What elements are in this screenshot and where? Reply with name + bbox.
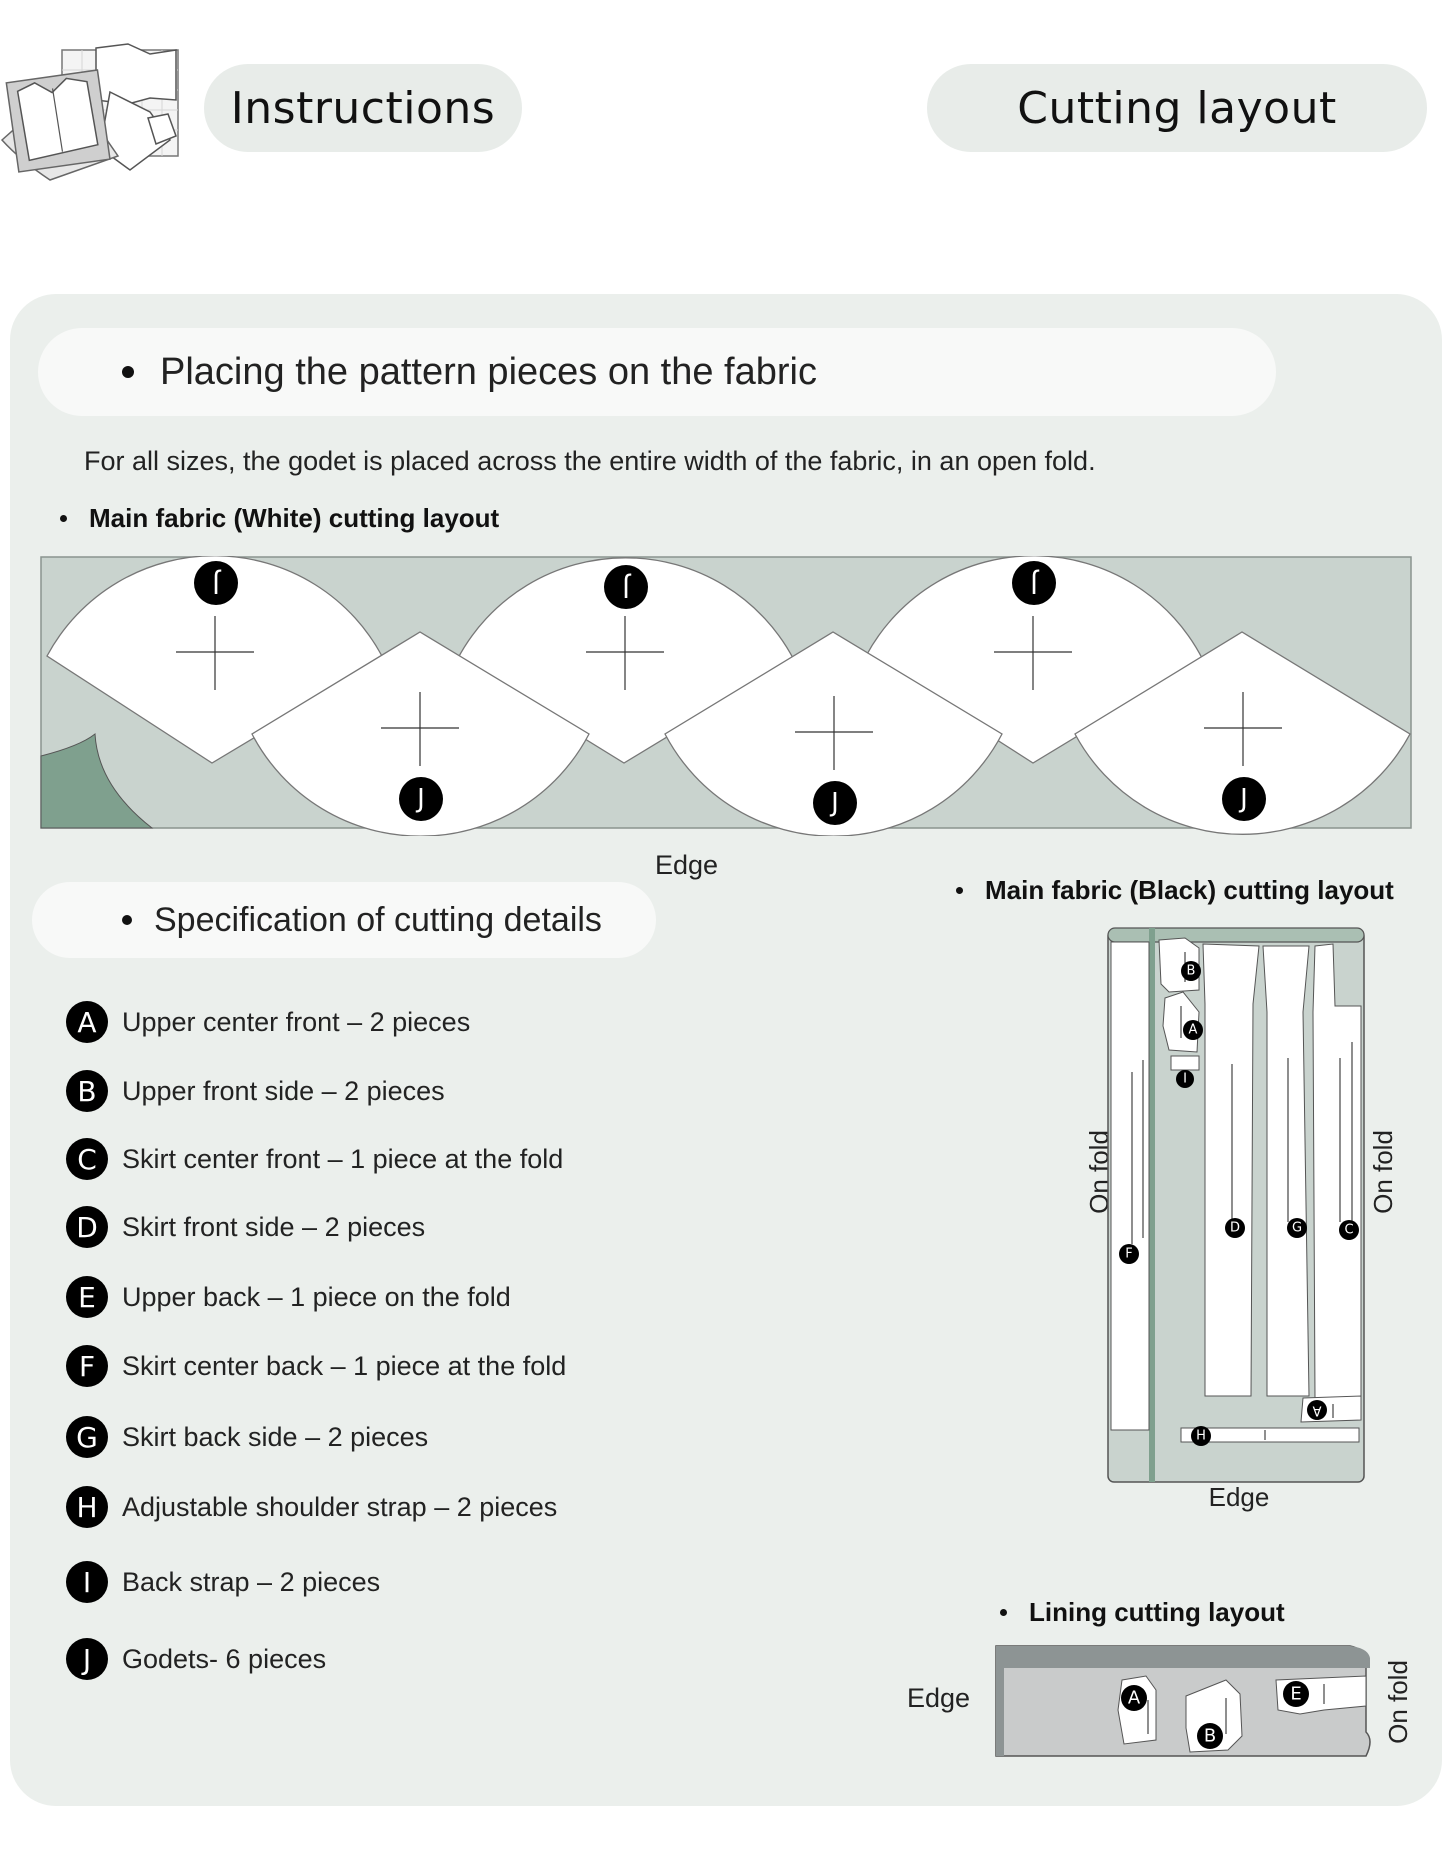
on-fold-right-label: On fold <box>1368 1130 1398 1214</box>
piece-label-j <box>399 777 443 821</box>
piece-badge: F <box>66 1345 108 1387</box>
spec-item: D Skirt front side – 2 pieces <box>66 1206 425 1248</box>
bullet-icon <box>122 915 132 925</box>
piece-badge: B <box>66 1070 108 1112</box>
piece-label-f: F <box>1125 1247 1132 1262</box>
piece-badge: J <box>66 1638 108 1680</box>
piece-label-h: H <box>1196 1429 1206 1444</box>
instructions-title: Instructions <box>230 82 496 134</box>
piece-label-a: A <box>1128 1688 1141 1709</box>
piece-badge: A <box>66 1001 108 1043</box>
black-layout-title: Main fabric (Black) cutting layout <box>956 875 1394 906</box>
piece-label-j-text: J <box>622 572 632 602</box>
black-layout-title-text: Main fabric (Black) cutting layout <box>985 875 1394 905</box>
piece-label-j-text: J <box>415 784 425 814</box>
lining-layout-title-text: Lining cutting layout <box>1029 1597 1285 1627</box>
specification-heading-text: Specification of cutting details <box>154 900 602 939</box>
spec-item-text: Skirt front side – 2 pieces <box>122 1211 426 1242</box>
spec-item-text: Skirt center back – 1 piece at the fold <box>122 1350 567 1381</box>
white-layout-title-text: Main fabric (White) cutting layout <box>89 503 500 533</box>
intro-text: For all sizes, the godet is placed acros… <box>84 446 1096 476</box>
piece-badge: G <box>66 1416 108 1458</box>
piece-badge: I <box>66 1561 108 1603</box>
spec-item-text: Skirt back side – 2 pieces <box>122 1421 429 1452</box>
spec-item-text: Upper back – 1 piece on the fold <box>122 1281 511 1312</box>
pattern-illustration <box>0 40 185 200</box>
bullet-icon <box>122 366 134 378</box>
spec-item-text: Upper front side – 2 pieces <box>122 1075 445 1106</box>
black-fabric-layout: On fold On fold B A I D G C F <box>1084 927 1398 1512</box>
piece-badge: D <box>66 1206 108 1248</box>
spec-item: C Skirt center front – 1 piece at the fo… <box>66 1138 563 1180</box>
white-layout-title: Main fabric (White) cutting layout <box>60 503 499 534</box>
piece-label-g: G <box>1292 1221 1302 1236</box>
spec-item: E Upper back – 1 piece on the fold <box>66 1276 511 1318</box>
piece-label-a: A <box>1189 1023 1198 1038</box>
piece-label-j <box>813 781 857 825</box>
spec-item: I Back strap – 2 pieces <box>66 1561 380 1603</box>
section-heading-placing: Placing the pattern pieces on the fabric <box>38 328 1276 416</box>
spec-item-text: Adjustable shoulder strap – 2 pieces <box>122 1491 558 1522</box>
piece-badge: E <box>66 1276 108 1318</box>
piece-label-j-text: J <box>1030 568 1040 598</box>
spec-item-text: Godets- 6 pieces <box>122 1643 327 1674</box>
section-heading-specification: Specification of cutting details <box>32 882 656 958</box>
spec-item: H Adjustable shoulder strap – 2 pieces <box>66 1486 557 1528</box>
bullet-icon <box>1000 1609 1007 1616</box>
piece-label-d: D <box>1230 1221 1240 1236</box>
white-layout-edge-label: Edge <box>655 850 719 880</box>
spec-item-text: Skirt center front – 1 piece at the fold <box>122 1143 564 1174</box>
piece-label-c: C <box>1344 1223 1353 1238</box>
piece-label-j <box>1012 561 1056 605</box>
lining-on-fold-label: On fold <box>1383 1660 1413 1744</box>
cutting-layout-title: Cutting layout <box>1017 82 1337 134</box>
placing-heading-text: Placing the pattern pieces on the fabric <box>160 350 817 393</box>
piece-badge: H <box>66 1486 108 1528</box>
bullet-icon <box>956 887 963 894</box>
piece-label-i: I <box>1183 1072 1187 1087</box>
piece-label-j-text: J <box>1238 784 1248 814</box>
cutting-layout-tab[interactable]: Cutting layout <box>927 64 1427 152</box>
piece-label-j-text: J <box>829 788 839 818</box>
spec-item: G Skirt back side – 2 pieces <box>66 1416 428 1458</box>
spec-item: B Upper front side – 2 pieces <box>66 1070 445 1112</box>
piece-label-b: B <box>1204 1726 1216 1747</box>
lining-fabric-layout: A B E On fold <box>995 1645 1413 1757</box>
lining-layout-title: Lining cutting layout <box>1000 1597 1285 1628</box>
piece-label-j <box>194 561 238 605</box>
spec-item-text: Upper center front – 2 pieces <box>122 1006 471 1037</box>
piece-label-a-rotated: A <box>1312 1403 1321 1418</box>
piece-badge: C <box>66 1138 108 1180</box>
bullet-icon <box>60 515 67 522</box>
piece-label-j-text: J <box>212 568 222 598</box>
piece-label-e: E <box>1290 1684 1301 1705</box>
piece-label-b: B <box>1187 964 1196 979</box>
lining-edge-label: Edge <box>907 1683 971 1713</box>
black-layout-edge-label: Edge <box>1209 1482 1270 1512</box>
spec-item: J Godets- 6 pieces <box>66 1638 326 1680</box>
spec-item: A Upper center front – 2 pieces <box>66 1001 470 1043</box>
piece-label-j <box>1222 777 1266 821</box>
piece-label-j <box>604 565 648 609</box>
instructions-tab[interactable]: Instructions <box>204 64 522 152</box>
spec-item: F Skirt center back – 1 piece at the fol… <box>66 1345 566 1387</box>
spec-item-text: Back strap – 2 pieces <box>122 1566 381 1597</box>
white-fabric-layout: J J J J J J <box>40 556 1412 836</box>
